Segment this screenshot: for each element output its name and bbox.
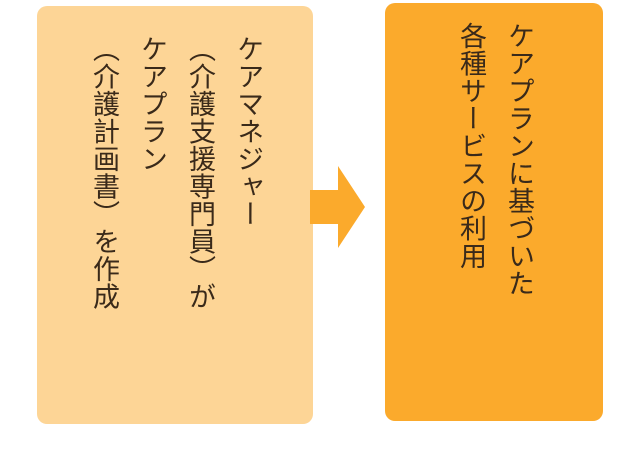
care-plan-creation-box: ケアマネジャー （介護支援専門員）が ケアプラン （介護計画書）を作成 [37, 6, 313, 424]
arrow-right-icon [310, 166, 365, 248]
service-usage-text: ケアプランに基づいた 各種サービスの利用 [455, 22, 535, 297]
arrow-shape [310, 166, 365, 248]
care-plan-creation-text: ケアマネジャー （介護支援専門員）が ケアプラン （介護計画書）を作成 [87, 35, 264, 310]
service-usage-box: ケアプランに基づいた 各種サービスの利用 [385, 3, 603, 421]
